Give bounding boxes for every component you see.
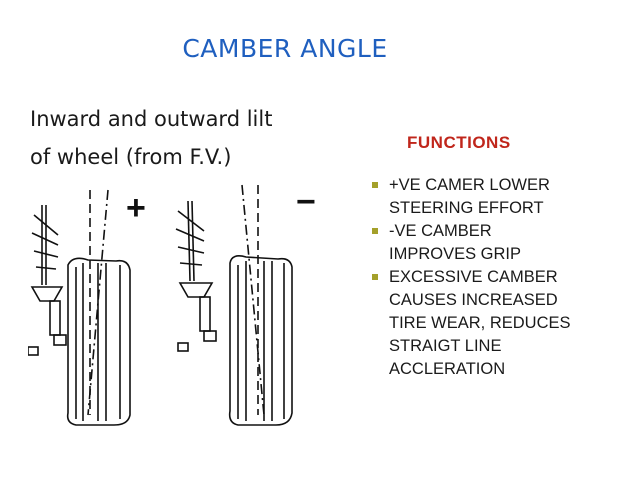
list-item: +VE CAMER LOWER STEERING EFFORT — [372, 174, 634, 220]
functions-heading: FUNCTIONS — [407, 133, 511, 152]
list-item: EXCESSIVE CAMBER CAUSES INCREASED TIRE W… — [372, 266, 634, 381]
slide-subtitle: Inward and outward lilt of wheel (from F… — [30, 100, 330, 176]
functions-list: +VE CAMER LOWER STEERING EFFORT -VE CAMB… — [372, 174, 634, 381]
list-item: -VE CAMBER IMPROVES GRIP — [372, 220, 634, 266]
positive-camber-wheel — [28, 189, 131, 426]
subtitle-line-1: Inward and outward lilt — [30, 107, 273, 131]
slide-title: CAMBER ANGLE — [182, 34, 388, 63]
bullet-square-icon — [372, 182, 378, 188]
positive-sign: + — [126, 189, 146, 227]
negative-camber-wheel — [175, 184, 293, 426]
subtitle-line-2: of wheel (from F.V.) — [30, 145, 232, 169]
camber-diagram: + − — [28, 183, 316, 426]
bullet-square-icon — [372, 228, 378, 234]
bullet-square-icon — [372, 274, 378, 280]
negative-sign: − — [296, 183, 316, 221]
